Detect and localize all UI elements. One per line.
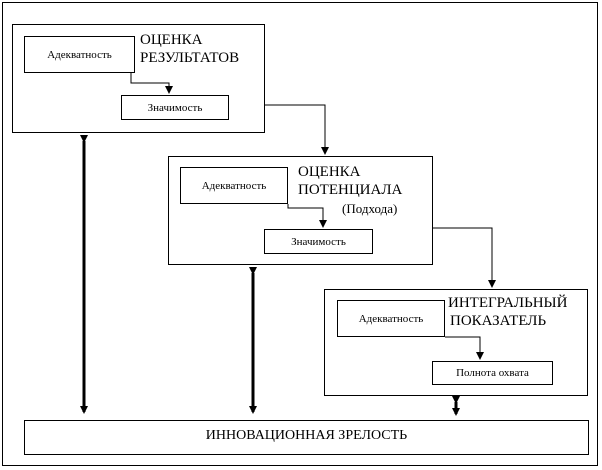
potential-title: ОЦЕНКА ПОТЕНЦИАЛА [298,163,402,199]
potential-subtitle: (Подхода) [342,201,398,216]
integral-coverage-label: Полнота охвата [456,367,529,379]
results-title-line1: ОЦЕНКА [140,32,203,48]
integral-title: ИНТЕГРАЛЬНЫЙ ПОКАЗАТЕЛЬ [448,294,567,330]
integral-title-line1: ИНТЕГРАЛЬНЫЙ [448,295,568,311]
potential-title-line1: ОЦЕНКА [298,164,361,180]
potential-significance-label: Значимость [291,235,346,248]
integral-adequacy-box: Адекватность [337,300,445,337]
potential-significance-box: Значимость [264,229,373,254]
innovation-maturity-label: ИННОВАЦИОННАЯ ЗРЕЛОСТЬ [205,428,408,443]
results-significance-label: Значимость [147,101,203,114]
results-title: ОЦЕНКА РЕЗУЛЬТАТОВ [140,31,239,67]
integral-title-line2: ПОКАЗАТЕЛЬ [450,313,547,329]
results-adequacy-box: Адекватность [24,36,135,73]
potential-adequacy-box: Адекватность [180,167,288,204]
potential-adequacy-label: Адекватность [201,179,267,192]
results-significance-box: Значимость [121,95,229,120]
innovation-maturity-box [24,420,589,455]
results-title-line2: РЕЗУЛЬТАТОВ [140,50,240,66]
results-adequacy-label: Адекватность [47,48,112,61]
outer-frame [2,2,598,466]
potential-title-line2: ПОТЕНЦИАЛА [298,182,403,198]
integral-adequacy-label: Адекватность [358,312,424,325]
integral-coverage-box: Полнота охвата [432,361,553,385]
